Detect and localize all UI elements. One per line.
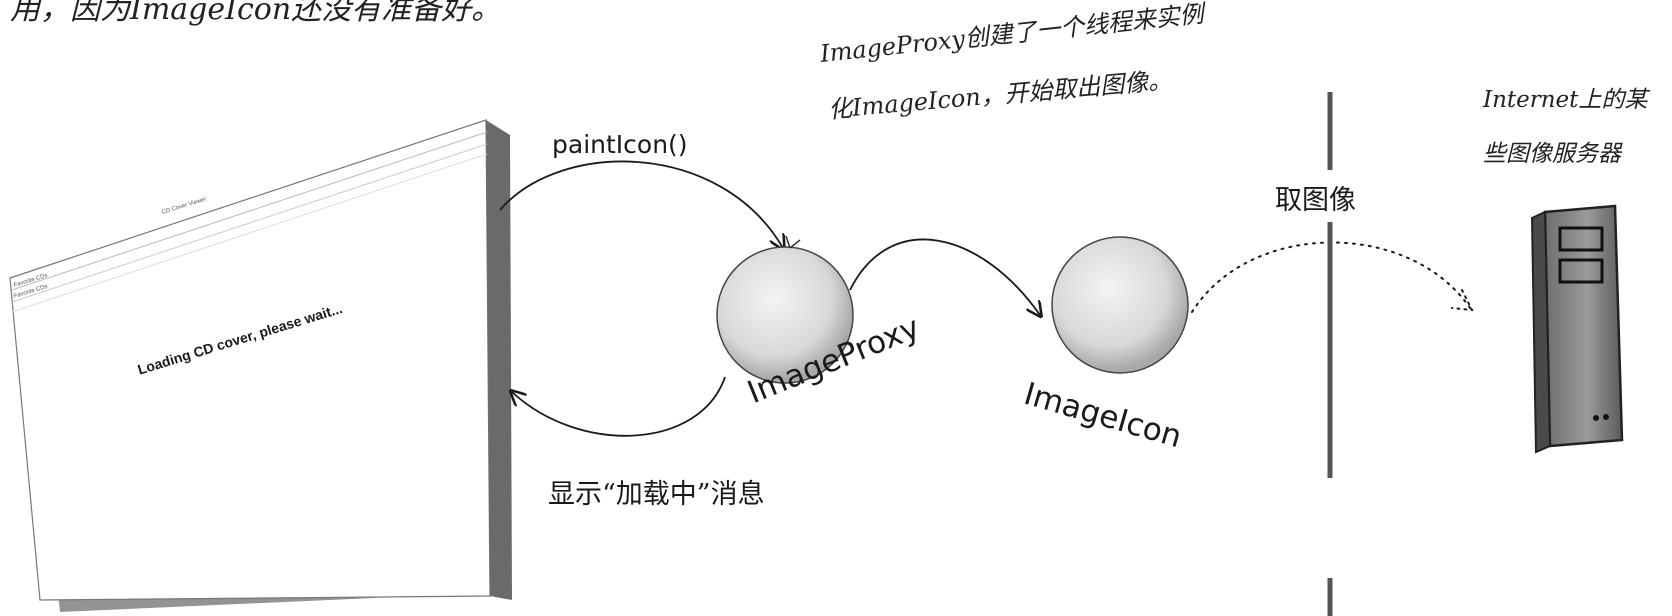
fetch-image-label: 取图像 [1275,185,1356,216]
cutoff-heading: 用，因为ImageIcon还没有准备好。 [10,0,502,27]
screen-window [9,119,512,612]
server-note-line1: Internet上的某 [1483,87,1648,113]
server-icon [1530,204,1624,454]
image-proxy-node [716,235,854,384]
image-icon-node [1051,236,1189,374]
paint-icon-arrow [499,160,783,248]
instantiate-arrow [849,238,1040,315]
server-note-line2: 些图像服务器 [1483,141,1621,167]
show-loading-label: 显示“加载中”消息 [548,479,765,510]
paint-icon-label: paintIcon() [552,130,688,159]
return-message-arrow [512,376,726,437]
